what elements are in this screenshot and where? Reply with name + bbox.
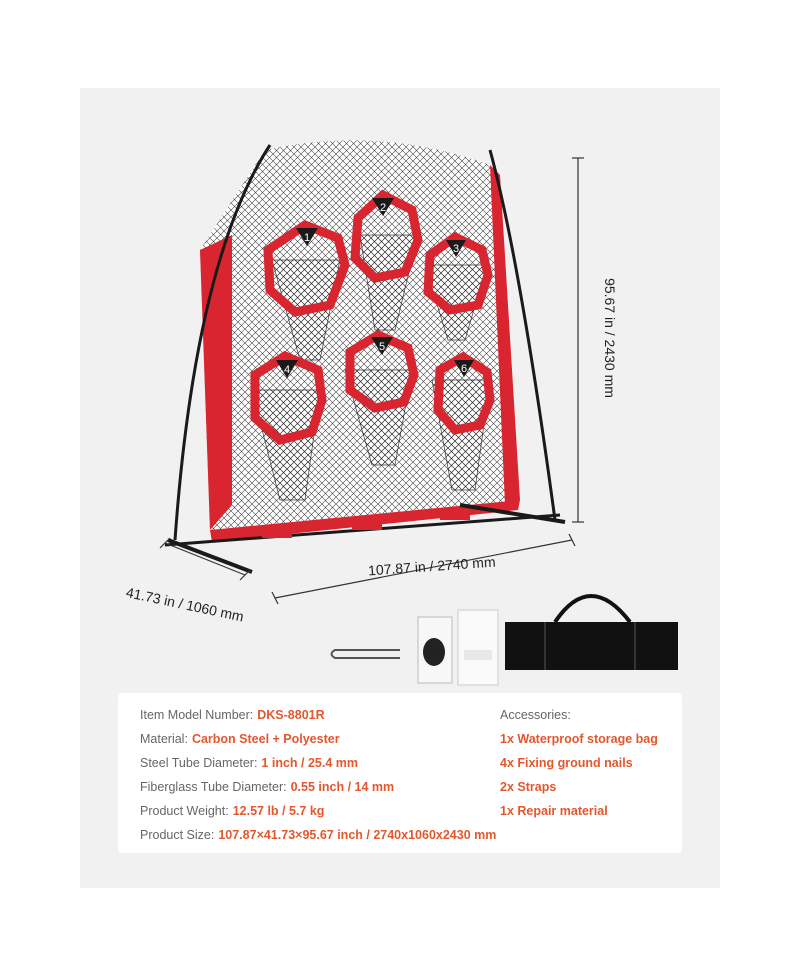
net-right-border <box>490 165 520 505</box>
spec-value: Carbon Steel + Polyester <box>191 732 340 746</box>
ground-nail <box>330 649 400 659</box>
spec-key: Item Model Number: <box>140 708 254 722</box>
target-hex-2 <box>350 189 423 283</box>
target-hex-3 <box>423 231 493 315</box>
spec-key: Steel Tube Diameter: <box>140 756 258 770</box>
spec-key: Product Weight: <box>140 804 229 818</box>
target-label-4: 4 <box>284 364 290 376</box>
dimension-lines <box>159 157 584 605</box>
straps-pack <box>457 609 499 686</box>
spec-value: DKS-8801R <box>257 708 325 722</box>
repair-material <box>417 616 453 684</box>
target-label-1: 1 <box>304 232 310 244</box>
spec-value: 0.55 inch / 14 mm <box>290 780 395 794</box>
accessories-title: Accessories: <box>500 708 571 722</box>
accessory-item: 1x Waterproof storage bag <box>500 732 658 746</box>
target-hexagons <box>250 189 495 445</box>
spec-key: Material: <box>140 732 188 746</box>
spec-card: Item Model Number:DKS-8801R Material:Car… <box>118 693 682 853</box>
net-left-border <box>200 235 232 530</box>
spec-value: 1 inch / 25.4 mm <box>261 756 358 770</box>
spec-key: Fiberglass Tube Diameter: <box>140 780 287 794</box>
height-dimension-label: 95.67 in / 2430 mm <box>602 278 618 398</box>
spec-list: Item Model Number:DKS-8801R Material:Car… <box>140 705 496 849</box>
net-mesh <box>200 140 520 530</box>
spec-row-size: Product Size:107.87×41.73×95.67 inch / 2… <box>140 825 496 849</box>
spec-row-model: Item Model Number:DKS-8801R <box>140 705 496 729</box>
target-hex-1 <box>263 219 350 317</box>
spec-value: 107.87×41.73×95.67 inch / 2740x1060x2430… <box>218 828 497 842</box>
storage-bag <box>505 594 678 670</box>
spec-row-steel-tube: Steel Tube Diameter:1 inch / 25.4 mm <box>140 753 496 777</box>
target-hex-5 <box>345 329 419 413</box>
target-label-6: 6 <box>461 363 467 375</box>
spec-row-weight: Product Weight:12.57 lb / 5.7 kg <box>140 801 496 825</box>
target-label-2: 2 <box>380 202 386 214</box>
target-hex-6 <box>433 351 495 435</box>
accessories-list: Accessories: 1x Waterproof storage bag 4… <box>500 705 658 825</box>
frame-left-pole <box>173 144 272 541</box>
spec-row-fiberglass-tube: Fiberglass Tube Diameter:0.55 inch / 14 … <box>140 777 496 801</box>
target-badges: 1 2 3 4 5 6 <box>276 198 474 378</box>
spec-key: Product Size: <box>140 828 215 842</box>
target-hex-4 <box>250 350 327 445</box>
target-label-3: 3 <box>453 243 459 255</box>
frame-base-right <box>459 503 566 524</box>
frame-right-pole <box>488 149 557 521</box>
accessory-item: 1x Repair material <box>500 804 608 818</box>
frame-base-left <box>167 538 253 574</box>
spec-row-material: Material:Carbon Steel + Polyester <box>140 729 496 753</box>
accessory-item: 4x Fixing ground nails <box>500 756 633 770</box>
bottom-tabs <box>262 510 470 538</box>
spec-value: 12.57 lb / 5.7 kg <box>232 804 325 818</box>
accessory-item: 2x Straps <box>500 780 557 794</box>
target-label-5: 5 <box>379 341 385 353</box>
